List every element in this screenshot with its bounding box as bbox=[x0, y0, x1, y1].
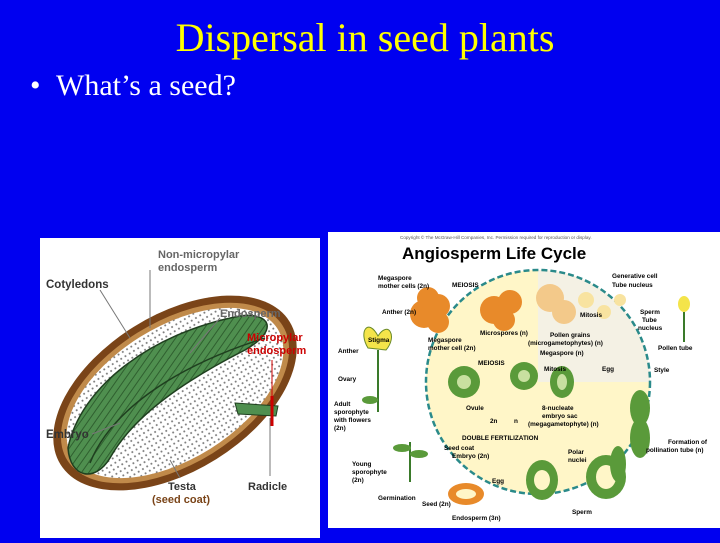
lc-microspores: Microspores (n) bbox=[480, 330, 528, 337]
bullet-text: What’s a seed? bbox=[56, 69, 236, 102]
radicle-shape bbox=[234, 402, 279, 417]
lc-pollen-tube: Pollen tube bbox=[658, 345, 693, 352]
lc-endosperm-3n: Endosperm (3n) bbox=[452, 515, 501, 522]
seed-diagram: Non-micropylar endosperm Cotyledons Endo… bbox=[40, 238, 320, 538]
lc-polar-1: Polar bbox=[568, 449, 584, 456]
bullet-item: • What’s a seed? bbox=[30, 68, 236, 104]
flower-icon bbox=[363, 326, 392, 351]
lc-sperm-1: Sperm bbox=[640, 309, 660, 316]
lc-generative-cell: Generative cell bbox=[612, 273, 658, 280]
pollen-tube-flower bbox=[678, 296, 690, 312]
label-embryo: Embryo bbox=[46, 429, 89, 441]
lc-formation-1: Formation of bbox=[668, 439, 708, 446]
label-non-micropylar-1: Non-micropylar bbox=[158, 249, 240, 261]
lc-mm-cell-1: Megaspore bbox=[428, 337, 462, 344]
lc-meiosis-top: MEIOSIS bbox=[452, 282, 479, 289]
seed-diagram-svg: Non-micropylar endosperm Cotyledons Endo… bbox=[46, 249, 307, 506]
lc-mitosis-mid: Mitosis bbox=[544, 366, 566, 373]
lc-young-3: (2n) bbox=[352, 477, 364, 484]
lc-adult-3: with flowers bbox=[333, 417, 371, 424]
lc-megaspore: Megaspore (n) bbox=[540, 350, 584, 357]
lc-seed-2n: Seed (2n) bbox=[422, 501, 451, 508]
lc-mitosis-top: Mitosis bbox=[580, 312, 602, 319]
lc-double-fert: DOUBLE FERTILIZATION bbox=[462, 435, 539, 442]
life-cycle-diagram: Copyright © The McGraw-Hill Companies, I… bbox=[328, 232, 720, 528]
lc-adult-2: sporophyte bbox=[334, 409, 369, 416]
lc-megaspore-mother-1: Megaspore bbox=[378, 275, 412, 282]
lc-young-2: sporophyte bbox=[352, 469, 387, 476]
label-non-micropylar-2: endosperm bbox=[158, 262, 218, 274]
label-radicle: Radicle bbox=[248, 481, 287, 493]
life-cycle-title: Angiosperm Life Cycle bbox=[402, 244, 586, 263]
lc-polar-2: nuclei bbox=[568, 457, 587, 464]
lc-stigma: Stigma bbox=[368, 337, 390, 344]
lc-formation-2: pollination tube (n) bbox=[646, 447, 704, 454]
lc-meiosis-mid: MEIOSIS bbox=[478, 360, 505, 367]
life-cycle-svg: Copyright © The McGraw-Hill Companies, I… bbox=[333, 234, 708, 522]
lc-egg-low: Egg bbox=[492, 478, 504, 485]
lc-style: Style bbox=[654, 367, 670, 374]
lc-sperm-2: Tube bbox=[642, 317, 657, 324]
label-endosperm: Endosperm bbox=[220, 308, 281, 320]
lc-8nucleate-2: embryo sac bbox=[542, 413, 578, 420]
lc-adult-1: Adult bbox=[334, 401, 351, 408]
slide-title: Dispersal in seed plants bbox=[175, 15, 555, 60]
lc-mm-cell-2: mother cell (2n) bbox=[428, 345, 476, 352]
label-cotyledons: Cotyledons bbox=[46, 279, 109, 291]
bullet-dot: • bbox=[30, 69, 41, 102]
lc-anther-2n: Anther (2n) bbox=[382, 309, 416, 316]
lc-anther: Anther bbox=[338, 348, 359, 355]
lc-8nucleate-3: (megagametophyte) (n) bbox=[528, 421, 599, 428]
lc-tube-nucleus: Tube nucleus bbox=[612, 282, 653, 289]
cotyledon-line bbox=[89, 337, 266, 464]
lc-2n: 2n bbox=[490, 418, 498, 425]
label-micropylar-2: endosperm bbox=[247, 345, 307, 357]
lc-germination: Germination bbox=[378, 495, 416, 502]
lc-ovule: Ovule bbox=[466, 405, 484, 412]
lc-young-1: Young bbox=[352, 461, 371, 468]
lc-seed-coat: Seed coat bbox=[444, 445, 475, 452]
lc-megaspore-mother-2: mother cells (2n) bbox=[378, 283, 429, 290]
label-testa-1: Testa bbox=[168, 481, 197, 493]
lc-ovary: Ovary bbox=[338, 376, 357, 383]
lc-egg-mid: Egg bbox=[602, 366, 614, 373]
lc-embryo-2n: Embryo (2n) bbox=[452, 453, 489, 460]
lc-adult-4: (2n) bbox=[334, 425, 346, 432]
lc-8nucleate-1: 8-nucleate bbox=[542, 405, 574, 412]
lc-pollen-grains-1: Pollen grains bbox=[550, 332, 591, 339]
label-micropylar-1: Micropylar bbox=[247, 332, 303, 344]
copyright-text: Copyright © The McGraw-Hill Companies, I… bbox=[400, 234, 592, 240]
lc-n: n bbox=[514, 418, 518, 425]
lc-pollen-grains-2: (microgametophytes) (n) bbox=[528, 340, 603, 347]
lc-sperm-3: nucleus bbox=[638, 325, 663, 332]
lc-sperm: Sperm bbox=[572, 509, 592, 516]
label-testa-2: (seed coat) bbox=[152, 494, 210, 506]
